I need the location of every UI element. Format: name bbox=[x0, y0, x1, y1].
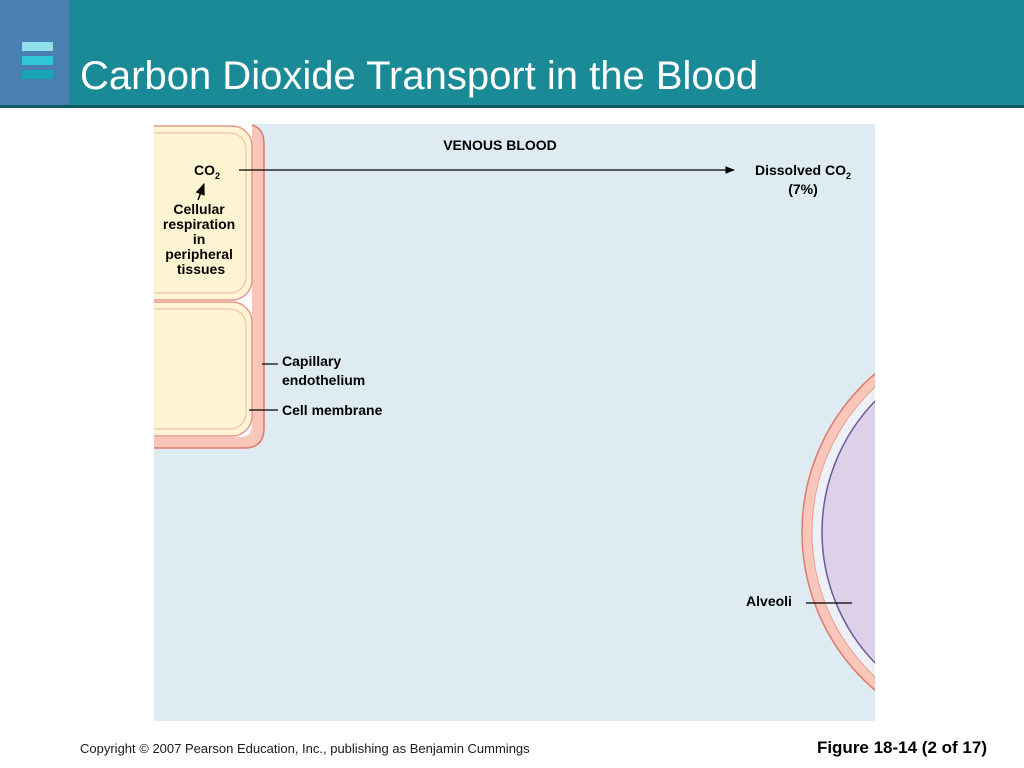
alveoli-label: Alveoli bbox=[746, 593, 792, 609]
logo-bar-bottom bbox=[22, 70, 53, 79]
slide-logo-icon bbox=[0, 0, 69, 107]
dissolved-co2-label: Dissolved CO2 bbox=[755, 162, 851, 181]
header-rule bbox=[0, 105, 1024, 108]
dissolved-co2-percent: (7%) bbox=[788, 181, 818, 197]
logo-bar-middle bbox=[22, 56, 53, 65]
footer-copyright: Copyright © 2007 Pearson Education, Inc.… bbox=[80, 741, 530, 756]
slide-header: Carbon Dioxide Transport in the Blood bbox=[0, 0, 1024, 108]
arrow-icon bbox=[195, 182, 205, 201]
peripheral-tissue bbox=[154, 124, 265, 449]
tissue-cell-lower-membrane bbox=[154, 308, 247, 430]
tissue-cell-upper bbox=[154, 125, 253, 301]
venous-blood-region bbox=[154, 124, 875, 721]
venous-blood-title: VENOUS BLOOD bbox=[443, 137, 557, 153]
tissue-cell-upper-membrane bbox=[154, 132, 247, 294]
logo-bar-top bbox=[22, 42, 53, 51]
cell-membrane-label: Cell membrane bbox=[282, 402, 383, 418]
alveolus bbox=[801, 372, 875, 692]
cellular-respiration-label: Cellular respiration in peripheral tissu… bbox=[163, 201, 239, 277]
footer-figure-label: Figure 18-14 (2 of 17) bbox=[816, 738, 987, 757]
tissue-cell-lower bbox=[154, 301, 253, 437]
capillary-endothelium-label: Capillary endothelium bbox=[282, 353, 365, 388]
tissue-co2-label: CO2 bbox=[194, 162, 220, 181]
alveolar-space bbox=[821, 400, 875, 664]
slide-title: Carbon Dioxide Transport in the Blood bbox=[80, 54, 759, 98]
